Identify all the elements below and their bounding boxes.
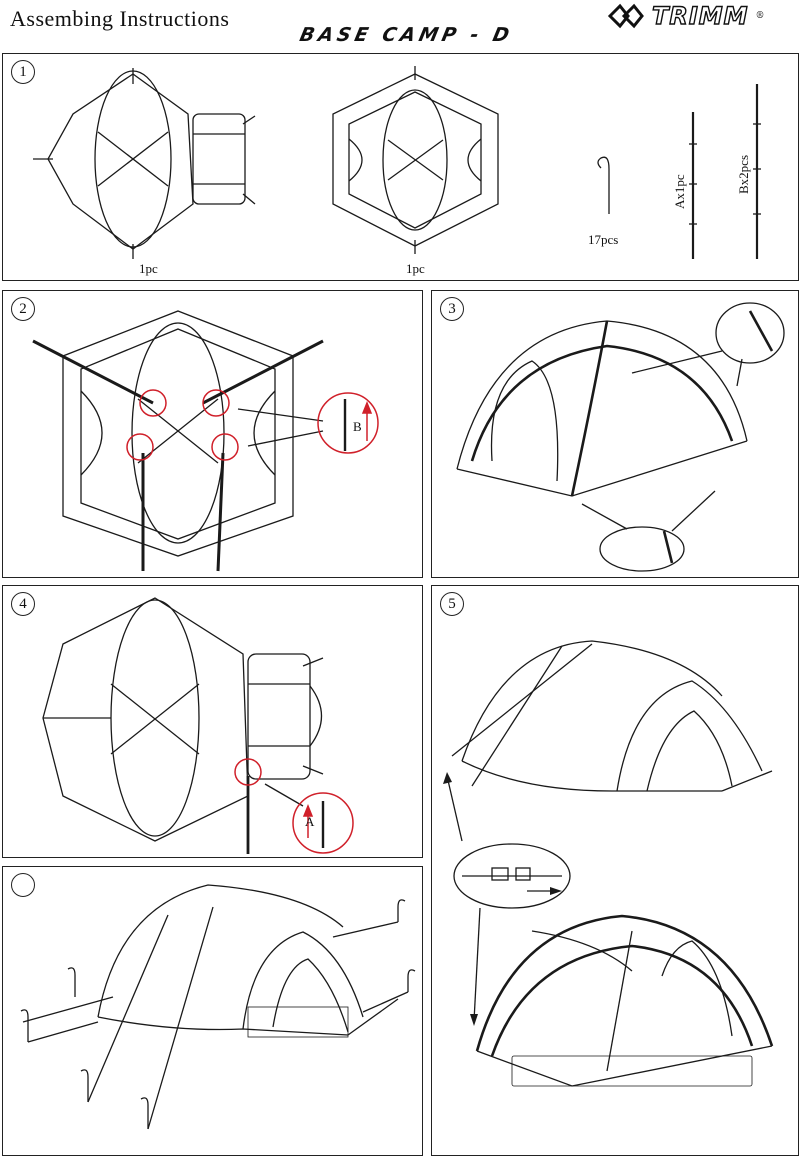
pole-b-callout-letter: B [353,419,362,434]
step-3-panel: 3 [431,290,799,578]
step-number [11,873,35,897]
step-4-door-pole-illustration [42,597,354,854]
step-number: 2 [11,297,35,321]
step-1-parts-illustration [33,66,761,259]
document-title: Assembing Instructions [10,6,230,31]
inner-tent-quantity: 1pc [139,261,158,276]
step-2-panel: 2 B [2,290,423,578]
step-5-flysheet-buckle-illustration [443,640,774,1087]
step-4-panel: 4 A [2,585,423,858]
step-5-panel: 5 [431,585,799,1156]
pole-a-callout-letter: A [305,814,315,829]
trimm-logo-icon [607,3,644,29]
pole-b-quantity: Bx2pcs [736,155,751,194]
step-6-guy-lines-pegging-illustration [20,884,416,1130]
peg-quantity: 17pcs [588,232,619,247]
step-number: 1 [11,60,35,84]
brand-name: TRIMM [651,1,749,30]
step-number: 4 [11,592,35,616]
flysheet-quantity: 1pc [406,261,425,276]
pole-a-quantity: Ax1pc [672,174,687,209]
step-number: 5 [440,592,464,616]
brand-logo: TRIMM ® [606,1,765,31]
step-2-pole-insertion-illustration [32,310,379,572]
step-6-panel [2,866,423,1156]
model-name: BASE CAMP - D [297,24,516,46]
step-1-panel: 1 1pc 1pc [2,53,799,281]
registered-mark: ® [755,11,765,21]
step-3-pole-clipping-illustration [456,302,785,572]
step-number: 3 [440,297,464,321]
